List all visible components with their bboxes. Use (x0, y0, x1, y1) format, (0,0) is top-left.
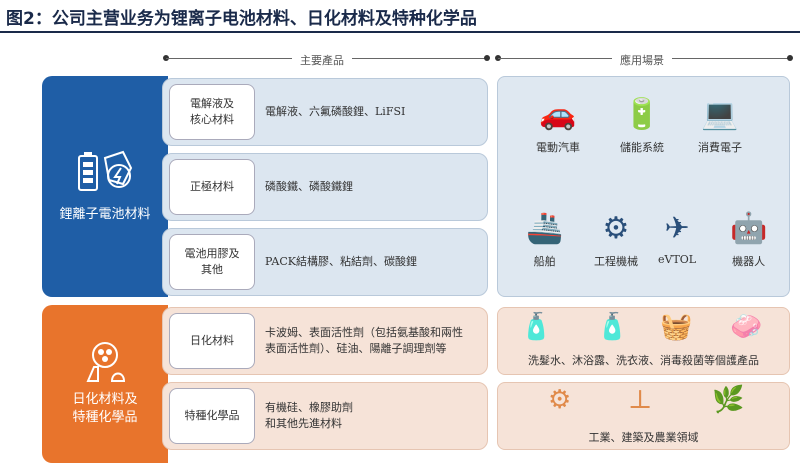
header-dot (787, 55, 793, 61)
chemistry-icon (86, 341, 126, 382)
daily-chem-applications: 🧴 🧴 🧺 🧼 洗髮水、沐浴露、洗衣液、消毒殺菌等個護產品 (497, 307, 790, 375)
app-ship: 🚢 船舶 (526, 209, 563, 269)
app-label: 消費電子 (698, 141, 742, 154)
product-label: 正極材料 (169, 159, 255, 215)
app-label: 電動汽車 (536, 141, 580, 154)
app-evtol: ✈ eVTOL (658, 209, 696, 266)
product-text: 有機硅、橡膠助劑 和其他先進材料 (265, 400, 353, 431)
gears-icon: ⚙ (548, 385, 572, 415)
app-label: 工業、建築及農業領域 (588, 431, 699, 444)
app-label: eVTOL (658, 253, 697, 266)
product-row: 日化材料卡波姆、表面活性劑（包括氨基酸和兩性 表面活性劑）、硅油、陽離子調理劑等 (162, 307, 488, 375)
car-icon: 🚗 (539, 97, 577, 132)
battery-applications: 🚗 電動汽車 🔋 儲能系統 💻 消費電子 🚢 船舶 ⚙ 工程機械 ✈ eVTOL 🤖 機器人 (497, 76, 790, 297)
app-storage: 🔋 儲能系統 (620, 95, 664, 155)
products-header: 主要產品 (292, 52, 352, 68)
app-ev: 🚗 電動汽車 (536, 95, 580, 155)
product-row: 電池用膠及 其他 PACK結構膠、粘結劑、碳酸鋰 (162, 228, 488, 296)
category-label: 鋰離子電池材料 (59, 207, 151, 223)
app-label: 儲能系統 (620, 141, 664, 154)
product-text: 電解液、六氟磷酸鋰、LiFSI (265, 104, 406, 118)
energy-storage-icon: 🔋 (623, 97, 661, 132)
robot-icon: 🤖 (730, 211, 768, 246)
robot-arm-icon: ⚙ (602, 211, 630, 246)
figure-title: 图2：公司主营业务为锂离子电池材料、日化材料及特种化学品 (6, 9, 477, 29)
app-machinery: ⚙ 工程機械 (594, 209, 638, 269)
product-row: 特種化學品有機硅、橡膠助劑 和其他先進材料 (162, 382, 488, 450)
spray-bottle-icon: 🧴 (596, 312, 629, 342)
app-label: 機器人 (732, 255, 766, 268)
drone-icon: ✈ (664, 211, 690, 246)
industrial-applications: ⚙ ⊥ 🌿 工業、建築及農業領域 (497, 382, 790, 450)
hair-wash-icon: 🧴 (520, 312, 553, 342)
title-divider (0, 31, 800, 33)
app-label: 工程機械 (594, 255, 638, 268)
app-label: 船舶 (533, 255, 556, 268)
product-label: 日化材料 (169, 313, 255, 369)
app-electronics: 💻 消費電子 (698, 95, 742, 155)
category-chemical: 日化材料及 特種化學品 (42, 305, 168, 463)
header-dot (484, 55, 490, 61)
applications-header: 應用場景 (612, 52, 672, 68)
product-label: 電解液及 核心材料 (169, 84, 255, 140)
leaf-icon: 🌿 (712, 385, 745, 415)
app-label: 洗髮水、沐浴露、洗衣液、消毒殺菌等個護產品 (528, 354, 759, 367)
construction-icon: ⊥ (628, 385, 653, 415)
product-row: 電解液及 核心材料電解液、六氟磷酸鋰、LiFSI (162, 78, 488, 146)
devices-icon: 💻 (701, 97, 739, 132)
ship-icon: 🚢 (526, 211, 564, 246)
app-robot: 🤖 機器人 (730, 209, 767, 269)
disinfectant-icon: 🧼 (730, 312, 763, 342)
product-text: 磷酸鐵、磷酸鐵鋰 (265, 179, 353, 193)
product-row: 正極材料磷酸鐵、磷酸鐵鋰 (162, 153, 488, 221)
battery-icon (78, 151, 133, 192)
product-text: 卡波姆、表面活性劑（包括氨基酸和兩性 表面活性劑）、硅油、陽離子調理劑等 (265, 325, 463, 356)
product-text: PACK結構膠、粘結劑、碳酸鋰 (265, 254, 417, 268)
product-label: 特種化學品 (169, 388, 255, 444)
product-label: 電池用膠及 其他 (169, 234, 255, 290)
category-label: 日化材料及 特種化學品 (72, 391, 138, 425)
detergent-icon: 🧺 (660, 312, 693, 342)
category-battery: 鋰離子電池材料 (42, 76, 168, 297)
